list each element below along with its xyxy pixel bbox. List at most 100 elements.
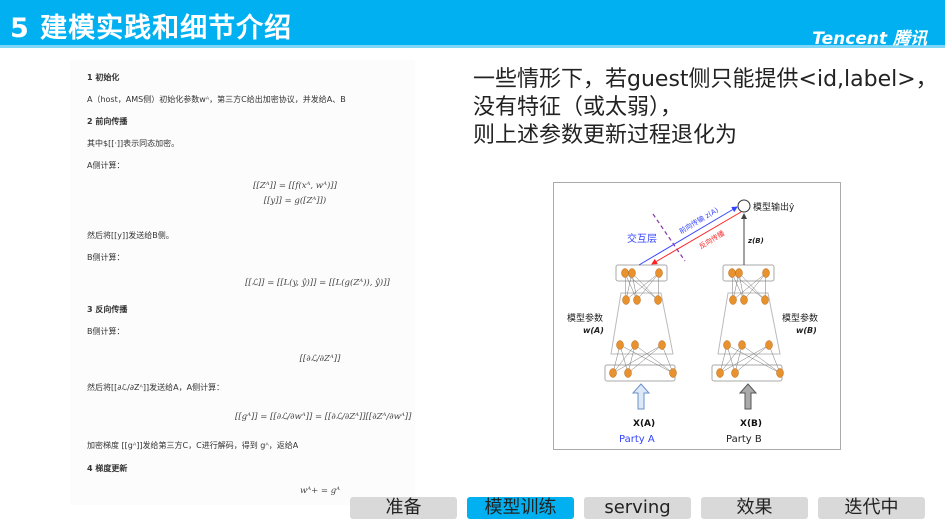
params-a-symbol: w(A) [583, 326, 604, 335]
network-edge [719, 344, 728, 374]
b-calc-label-2: B侧计算： [87, 327, 125, 336]
tab-serving[interactable]: serving [584, 497, 691, 519]
network-edge [612, 344, 636, 374]
network-edge [719, 344, 743, 374]
params-a-label: 模型参数 [567, 312, 603, 324]
network-edge [631, 272, 659, 301]
decrypt-text: 加密梯度 [[gᴬ]]发给第三方C，C进行解码，得到 gᴬ，返给A [87, 441, 299, 450]
params-b-label: 模型参数 [782, 312, 818, 324]
neuron-node [616, 340, 624, 350]
network-edge [625, 272, 660, 301]
tencent-logo: Tencent 腾讯 [812, 29, 927, 49]
neuron-node [723, 340, 731, 350]
network-edge [624, 272, 638, 301]
init-text: A（host，AMS侧）初始化参数wᴬ，第三方C给出加密协议，并发给A、B [87, 95, 346, 104]
network-edge [731, 272, 766, 301]
vertical-fl-diagram: 模型输出ŷ 交互层 前向传输 z(A) 反向传播 z(B) 模型参数 w(A) … [553, 182, 841, 450]
neuron-node [765, 340, 773, 350]
explanation-line-3: 则上述参数更新过程退化为 [473, 123, 738, 148]
tab-iterating[interactable]: 迭代中 [818, 497, 925, 519]
document-screenshot: 1 初始化 A（host，AMS侧）初始化参数wᴬ，第三方C给出加密协议，并发给… [70, 60, 415, 505]
hidden-layers-trapezoid [717, 292, 781, 355]
interaction-layer-label: 交互层 [627, 232, 657, 245]
neuron-node [728, 268, 736, 278]
neuron-node [631, 340, 639, 350]
equation-loss: [[ℒ]] = [[L(y, ŷ)]] = [[L(g(Zᴬ)), ŷ)]] [245, 278, 390, 288]
network-edge [726, 344, 781, 374]
equation-grad-z: [[∂ℒ/∂Zᴬ]] [299, 354, 341, 364]
network-edge [734, 344, 743, 374]
neuron-node [729, 295, 737, 305]
output-node [737, 199, 751, 213]
equation-za: [[Zᴬ]] = [[f(xᴬ, wᴬ)]] [253, 181, 337, 191]
network-edge [738, 272, 766, 301]
diagram-svg: 模型输出ŷ 交互层 前向传输 z(A) 反向传播 z(B) 模型参数 w(A) … [567, 199, 818, 445]
neuron-node [731, 368, 739, 378]
output-label: 模型输出ŷ [753, 201, 795, 213]
neuron-node [740, 295, 748, 305]
party-b-label: Party B [726, 434, 762, 445]
send-grad-text: 然后将[[∂ℒ/∂Zᴬ]]发送给A，A侧计算： [87, 383, 225, 392]
section-backward-title: 3 反向传播 [87, 305, 128, 314]
network-edge [719, 344, 770, 374]
top-layer-box [722, 264, 775, 282]
neuron-node [633, 295, 641, 305]
network-edge [732, 272, 767, 301]
network-edge [634, 344, 674, 374]
explanation-line-2: 没有特征（或太弱）， [473, 95, 683, 120]
tab-prepare[interactable]: 准备 [350, 497, 457, 519]
tab-model-training[interactable]: 模型训练 [467, 497, 574, 519]
send-y-text: 然后将[[y]]发送给B侧。 [87, 231, 174, 240]
section-update-title: 4 梯度更新 [87, 464, 128, 473]
neuron-node [735, 268, 743, 278]
network-edge [768, 344, 781, 374]
neuron-node [655, 268, 663, 278]
network-edge [612, 344, 621, 374]
neuron-node [654, 295, 662, 305]
input-arrow-a-icon [631, 383, 651, 410]
equation-ga: [[gᴬ]] = [[∂ℒ/∂wᴬ]] = [[∂ℒ/∂Zᴬ]][[∂Zᴬ/∂w… [235, 412, 412, 422]
equation-update: wᴬ+ = gᴬ [299, 486, 341, 496]
neuron-node [622, 295, 630, 305]
network-edge [731, 272, 745, 301]
neuron-node [669, 368, 677, 378]
xb-label: X(B) [740, 419, 762, 429]
network-edge [734, 344, 770, 374]
neuron-node [628, 268, 636, 278]
neuron-node [621, 268, 629, 278]
explanation-text: 一些情形下，若guest侧只能提供<id,label>， 没有特征（或太弱）， … [473, 66, 938, 150]
network-edge [627, 344, 663, 374]
hidden-layers-trapezoid [610, 292, 674, 355]
section-forward-title: 2 前向传播 [87, 117, 128, 126]
section-init-title: 1 初始化 [87, 73, 120, 82]
equation-y: [[y]] = g([Zᴬ]]) [263, 196, 327, 206]
network-edge [612, 344, 663, 374]
tab-effect[interactable]: 效果 [701, 497, 808, 519]
xa-label: X(A) [633, 419, 655, 429]
network-edge [741, 344, 781, 374]
forward-arrow [638, 206, 738, 266]
backward-label: 反向传播 [697, 229, 726, 251]
b-calc-label: B侧计算： [87, 253, 125, 262]
neuron-node [738, 340, 746, 350]
header-bar: 5 建模实践和细节介绍 Tencent 腾讯 [0, 0, 945, 49]
forward-text: 其中$[[·]]表示同态加密。 [87, 139, 180, 148]
neuron-node [761, 295, 769, 305]
neuron-node [624, 368, 632, 378]
network-edge [624, 272, 659, 301]
params-b-symbol: w(B) [796, 326, 817, 335]
progress-nav: 准备 模型训练 serving 效果 迭代中 [350, 497, 945, 521]
network-edge [743, 272, 767, 301]
neuron-node [658, 340, 666, 350]
network-edge [661, 344, 674, 374]
zb-label: z(B) [747, 237, 764, 245]
slide-title: 5 建模实践和细节介绍 [10, 13, 293, 44]
explanation-line-1: 一些情形下，若guest侧只能提供<id,label>， [473, 67, 938, 92]
top-layer-box [615, 264, 668, 282]
neuron-node [762, 268, 770, 278]
backward-arrow [651, 211, 742, 265]
network-edge [627, 344, 636, 374]
network-edge [636, 272, 660, 301]
interaction-layer-line [652, 213, 686, 262]
neuron-node [609, 368, 617, 378]
